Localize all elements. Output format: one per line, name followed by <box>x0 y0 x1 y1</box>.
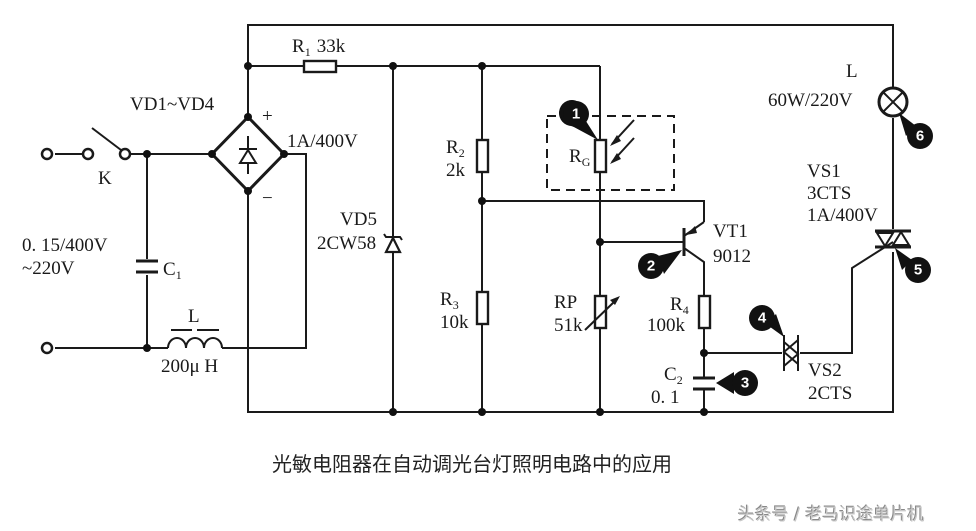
wires <box>55 24 894 413</box>
lamp-l: L 60W/220V <box>768 61 909 118</box>
resistor-r1: R1 33k <box>292 36 346 74</box>
svg-text:R2: R2 <box>446 137 465 160</box>
r3-ref: R <box>440 289 453 310</box>
switch-label: K <box>98 168 112 189</box>
vt1-value: 9012 <box>713 246 751 267</box>
inductor-value: 200μ H <box>161 356 218 377</box>
potentiometer-rp: RP 51k <box>554 292 620 336</box>
watermark: 头条号 / 老马识途单片机 <box>738 505 925 525</box>
rp-value: 51k <box>554 315 583 336</box>
vs1-ref: VS1 <box>807 161 841 182</box>
diagram-caption: 光敏电阻器在自动调光台灯照明电路中的应用 <box>272 452 672 476</box>
vs2-value: 2CTS <box>808 383 852 404</box>
junction-dots <box>143 62 708 416</box>
r2-ref: R <box>446 137 459 158</box>
vt1-ref: VT1 <box>713 221 748 242</box>
lamp-ref: L <box>846 61 858 82</box>
resistor-r2: R2 2k <box>446 137 490 181</box>
r1-value: 33k <box>317 36 346 57</box>
marker-3: 3 <box>716 370 758 396</box>
svg-text:5: 5 <box>914 262 922 279</box>
marker-4: 4 <box>749 305 784 337</box>
vs1-value: 3CTS <box>807 183 851 204</box>
vs2-ref: VS2 <box>808 360 842 381</box>
svg-text:3: 3 <box>741 375 749 392</box>
triac-vs1: VS1 3CTS 1A/400V <box>807 161 911 249</box>
marker-1: 1 <box>559 100 598 140</box>
r3-sub: 3 <box>453 298 459 312</box>
bridge-minus: − <box>262 188 273 209</box>
zener-vd5: VD5 2CW58 <box>317 209 403 254</box>
rg-ref: R <box>569 146 582 167</box>
capacitor-c1: C1 0. 15/400V ~220V <box>22 235 182 282</box>
switch-k: K <box>40 127 132 355</box>
transistor-vt1: VT1 9012 <box>682 221 751 267</box>
diac-vs2: VS2 2CTS <box>782 335 852 404</box>
lamp-rating: 60W/220V <box>768 90 853 111</box>
c2-sub: 2 <box>677 373 683 387</box>
svg-text:R4: R4 <box>670 294 689 317</box>
c1-ref: C <box>163 259 176 280</box>
c2-value: 0. 1 <box>651 387 680 408</box>
marker-5: 5 <box>895 248 931 283</box>
resistor-r4: R4 100k <box>647 294 712 336</box>
svg-text:6: 6 <box>916 128 924 145</box>
zener-value: 2CW58 <box>317 233 376 254</box>
rg-sub: G <box>582 155 591 169</box>
bridge-rectifier: VD1~VD4 1A/400V + − <box>130 94 358 209</box>
inductor-ref: L <box>188 306 200 327</box>
c1-sub: 1 <box>176 268 182 282</box>
marker-2: 2 <box>638 250 682 279</box>
r2-value: 2k <box>446 160 466 181</box>
svg-text:R3: R3 <box>440 289 459 312</box>
c1-value-2: ~220V <box>22 258 75 279</box>
r1-ref: R <box>292 36 305 57</box>
svg-text:2: 2 <box>647 258 655 275</box>
c2-ref: C <box>664 364 677 385</box>
svg-text:4: 4 <box>758 310 767 327</box>
r2-sub: 2 <box>459 146 465 160</box>
c1-value-1: 0. 15/400V <box>22 235 108 256</box>
r4-sub: 4 <box>683 303 689 317</box>
inductor-l: L 200μ H <box>161 306 223 377</box>
resistor-r3: R3 10k <box>440 289 490 333</box>
r4-ref: R <box>670 294 683 315</box>
svg-text:C2: C2 <box>664 364 683 387</box>
vs1-rating: 1A/400V <box>807 205 878 226</box>
photoresistor-rg: RG <box>546 115 675 191</box>
bridge-ref: VD1~VD4 <box>130 94 215 115</box>
zener-ref: VD5 <box>340 209 377 230</box>
capacitor-c2: C2 0. 1 <box>651 364 715 408</box>
r4-value: 100k <box>647 315 686 336</box>
marker-6: 6 <box>899 113 933 149</box>
r3-value: 10k <box>440 312 469 333</box>
r1-sub: 1 <box>305 45 311 59</box>
svg-text:RG: RG <box>569 146 591 169</box>
bridge-plus: + <box>262 106 273 127</box>
svg-text:1: 1 <box>572 106 580 123</box>
rp-ref: RP <box>554 292 577 313</box>
bridge-rating: 1A/400V <box>287 131 358 152</box>
svg-text:C1: C1 <box>163 259 182 282</box>
